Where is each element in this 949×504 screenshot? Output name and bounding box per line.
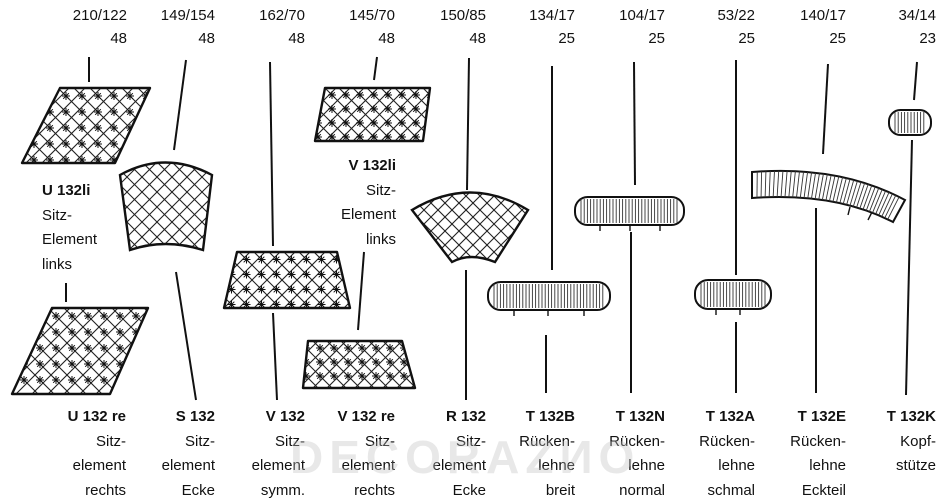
- shape-v132-cushion: [222, 250, 352, 310]
- leader-v132re: [357, 251, 365, 331]
- label-t132n: T 132N Rücken- lehne normal: [609, 408, 665, 499]
- label-t132a: T 132A Rücken- lehne schmal: [699, 408, 755, 499]
- label-t132e: T 132E Rücken- lehne Eckteil: [790, 408, 846, 499]
- label-t132k: T 132K Kopf- stütze: [886, 408, 936, 474]
- shape-v132li-cushion: [313, 86, 432, 143]
- shape-t132n-roll: [574, 196, 685, 231]
- label-v132re: V 132 re Sitz- element rechts: [337, 408, 395, 499]
- shape-t132k-roll: [888, 109, 932, 136]
- leader-t132k-bottom: [905, 139, 913, 396]
- leader-v132-top: [269, 61, 274, 247]
- label-s132: S 132 Sitz- element Ecke: [161, 408, 215, 499]
- leader-t132n-top: [633, 61, 636, 186]
- shape-t132b-roll: [487, 281, 611, 316]
- label-u132re: U 132 re Sitz- element rechts: [67, 408, 126, 499]
- shape-t132a-roll: [694, 279, 772, 315]
- label-v132li: V 132li Sitz- Element links: [340, 157, 396, 248]
- shape-v132re-cushion: [301, 339, 417, 390]
- shape-u132li-cushion: [20, 86, 152, 165]
- label-u132li: U 132li Sitz- Element links: [42, 182, 98, 273]
- label-v132: V 132 Sitz- element symm.: [251, 408, 305, 499]
- leader-s132-top: [173, 59, 187, 151]
- leader-s132-bottom: [175, 271, 197, 401]
- shape-u132re-cushion: [10, 306, 150, 396]
- leader-r132-top: [466, 57, 470, 191]
- leader-t132e-top: [822, 63, 829, 155]
- leader-v132-bottom: [272, 312, 278, 401]
- leader-v132li: [373, 56, 378, 81]
- watermark: DECORAZИO: [290, 431, 641, 483]
- label-r132: R 132 Sitz- element Ecke: [432, 408, 486, 499]
- leader-t132k-top: [913, 61, 918, 101]
- shape-t132e-roll: [751, 169, 907, 224]
- label-t132b: T 132B Rücken- lehne breit: [519, 408, 575, 499]
